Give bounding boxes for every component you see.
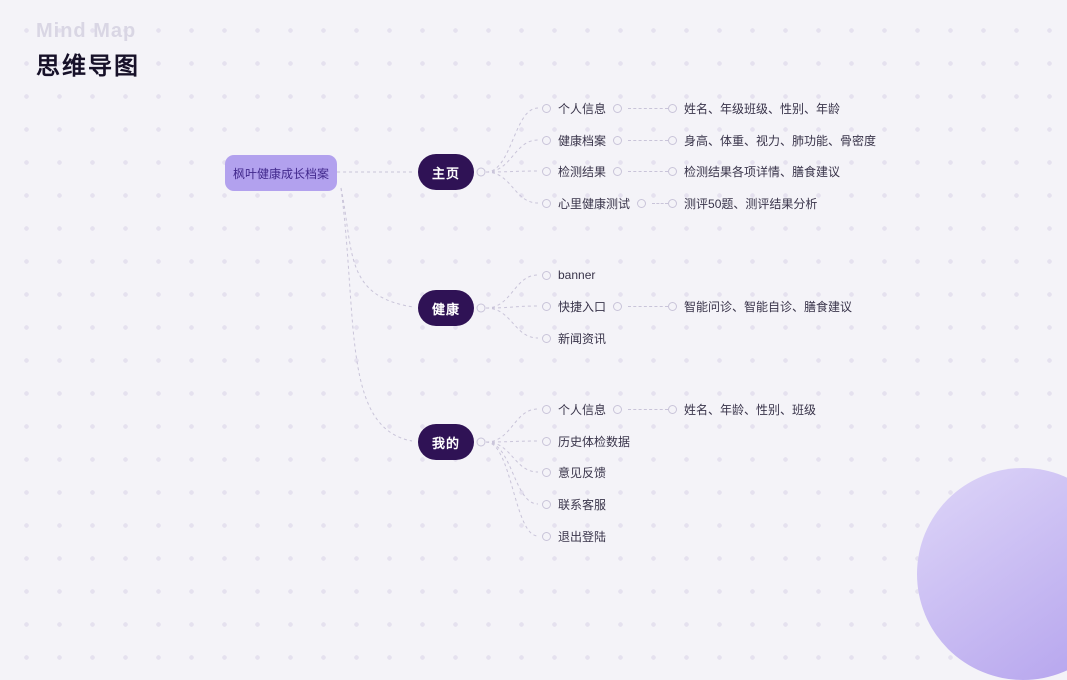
detail-node-label: 姓名、年龄、性别、班级 xyxy=(684,402,817,417)
connector-start-icon xyxy=(637,198,647,208)
node-bullet-icon xyxy=(542,436,551,446)
leaf-node[interactable]: 联系客服 xyxy=(542,491,606,517)
leaf-node[interactable]: 历史体检数据 xyxy=(542,428,630,454)
connector-dash xyxy=(628,408,669,410)
page-title: 思维导图 xyxy=(36,53,140,80)
node-bullet-icon xyxy=(542,333,551,343)
connector-dash xyxy=(628,107,669,109)
leaf-node-label: 检测结果 xyxy=(558,164,607,179)
connector-start-icon xyxy=(613,135,623,145)
connector-end-icon xyxy=(668,404,678,414)
leaf-node[interactable]: 健康档案 身高、体重、视力、肺功能、骨密度 xyxy=(542,127,876,153)
branch-node[interactable]: 主页 xyxy=(417,154,475,190)
branch-node-label: 主页 xyxy=(431,165,461,181)
connector-end-icon xyxy=(668,166,678,176)
branch-node-label: 健康 xyxy=(431,301,461,317)
detail-node-label: 姓名、年级班级、性别、年龄 xyxy=(684,101,841,116)
connector-end-icon xyxy=(668,301,678,311)
connector-dash xyxy=(628,305,669,307)
leaf-node-label: 健康档案 xyxy=(558,133,607,148)
leaf-node[interactable]: 快捷入口 智能问诊、智能自诊、膳食建议 xyxy=(542,293,852,319)
detail-node-label: 检测结果各项详情、膳食建议 xyxy=(684,164,841,179)
leaf-node[interactable]: 个人信息 姓名、年龄、性别、班级 xyxy=(542,396,816,422)
leaf-node[interactable]: 退出登陆 xyxy=(542,523,606,549)
leaf-node-label: 历史体检数据 xyxy=(558,434,631,449)
node-bullet-icon xyxy=(542,103,551,113)
connector-start-icon xyxy=(613,103,623,113)
leaf-node[interactable]: 个人信息 姓名、年级班级、性别、年龄 xyxy=(542,95,840,121)
leaf-node[interactable]: 检测结果 检测结果各项详情、膳食建议 xyxy=(542,158,840,184)
connector-dash xyxy=(628,170,669,172)
connector-start-icon xyxy=(613,166,623,176)
leaf-node[interactable]: banner xyxy=(542,262,595,288)
detail-node-label: 测评50题、测评结果分析 xyxy=(684,196,818,211)
node-bullet-icon xyxy=(542,270,551,280)
node-bullet-icon xyxy=(542,404,551,414)
root-node[interactable]: 枫叶健康成长档案 xyxy=(225,155,337,191)
leaf-node-label: 快捷入口 xyxy=(558,299,607,314)
decor-corner-circle xyxy=(917,468,1067,680)
leaf-node-label: 心里健康测试 xyxy=(558,196,631,211)
branch-node-label: 我的 xyxy=(431,435,461,451)
leaf-node-label: 退出登陆 xyxy=(558,529,607,544)
connector-end-icon xyxy=(668,103,678,113)
detail-node-label: 身高、体重、视力、肺功能、骨密度 xyxy=(684,133,877,148)
leaf-node[interactable]: 新闻资讯 xyxy=(542,325,606,351)
connector-end-icon xyxy=(668,135,678,145)
leaf-node-label: 意见反馈 xyxy=(558,465,607,480)
connector-start-icon xyxy=(613,301,623,311)
leaf-node-label: 新闻资讯 xyxy=(558,331,607,346)
leaf-node-label: 个人信息 xyxy=(558,101,607,116)
node-bullet-icon xyxy=(542,499,551,509)
node-bullet-icon xyxy=(542,198,551,208)
connector-end-icon xyxy=(668,198,678,208)
connector-dash xyxy=(628,139,669,141)
node-bullet-icon xyxy=(542,467,551,477)
page-header: Mind Map 思维导图 xyxy=(36,20,140,81)
node-bullet-icon xyxy=(542,531,551,541)
leaf-node-label: 个人信息 xyxy=(558,402,607,417)
node-bullet-icon xyxy=(542,135,551,145)
leaf-node[interactable]: 心里健康测试 测评50题、测评结果分析 xyxy=(542,190,817,216)
connector-dash xyxy=(652,202,669,204)
node-bullet-icon xyxy=(542,166,551,176)
connector-lines xyxy=(336,107,539,537)
leaf-node-label: banner xyxy=(558,268,596,282)
root-node-label: 枫叶健康成长档案 xyxy=(232,166,329,181)
page-subtitle: Mind Map xyxy=(36,20,137,42)
connector-start-icon xyxy=(613,404,623,414)
detail-node-label: 智能问诊、智能自诊、膳食建议 xyxy=(684,299,853,314)
leaf-node-label: 联系客服 xyxy=(558,497,607,512)
leaf-node[interactable]: 意见反馈 xyxy=(542,459,606,485)
branch-node[interactable]: 我的 xyxy=(417,424,475,460)
node-bullet-icon xyxy=(542,301,551,311)
branch-node[interactable]: 健康 xyxy=(417,290,475,326)
